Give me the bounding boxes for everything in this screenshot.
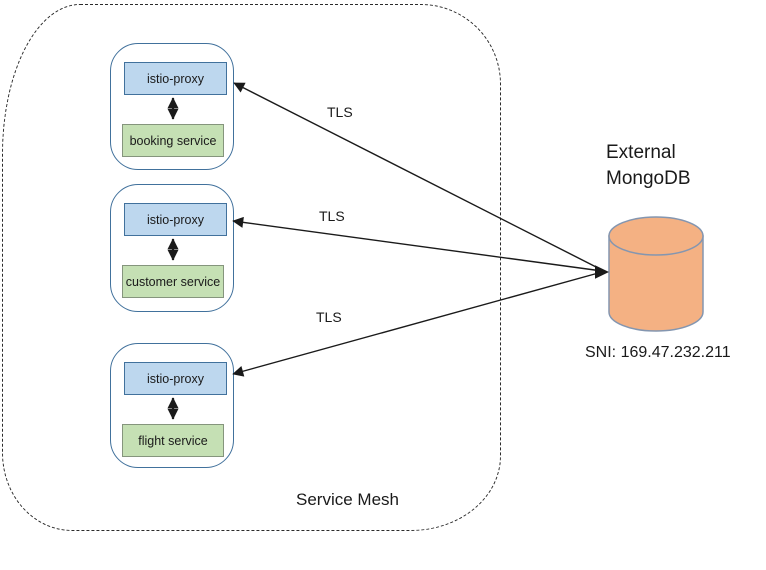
sni-label: SNI: 169.47.232.211 <box>585 344 731 361</box>
service-mesh-boundary <box>2 4 501 531</box>
tls-label-1: TLS <box>327 104 353 120</box>
flight-service-label: flight service <box>138 433 208 448</box>
tls-label-2: TLS <box>319 208 345 224</box>
istio-proxy-label: istio-proxy <box>147 371 204 386</box>
shared-arrowhead-into-db <box>595 265 609 279</box>
pod-customer: istio-proxy customer service <box>110 184 234 312</box>
pod-flight: istio-proxy flight service <box>110 343 234 468</box>
service-mesh-label: Service Mesh <box>296 490 399 509</box>
tls-label-3: TLS <box>316 309 342 325</box>
booking-service-label: booking service <box>129 133 217 148</box>
booking-service-box: booking service <box>122 124 224 157</box>
istio-proxy-box: istio-proxy <box>124 62 227 95</box>
customer-service-box: customer service <box>122 265 224 298</box>
istio-proxy-label: istio-proxy <box>147 212 204 227</box>
istio-proxy-box: istio-proxy <box>124 362 227 395</box>
istio-proxy-box: istio-proxy <box>124 203 227 236</box>
flight-service-box: flight service <box>122 424 224 457</box>
customer-service-label: customer service <box>125 274 221 289</box>
external-mongodb-label: External MongoDB <box>606 142 691 189</box>
istio-proxy-label: istio-proxy <box>147 71 204 86</box>
pod-booking: istio-proxy booking service <box>110 43 234 170</box>
mongodb-cylinder-icon <box>608 216 704 332</box>
